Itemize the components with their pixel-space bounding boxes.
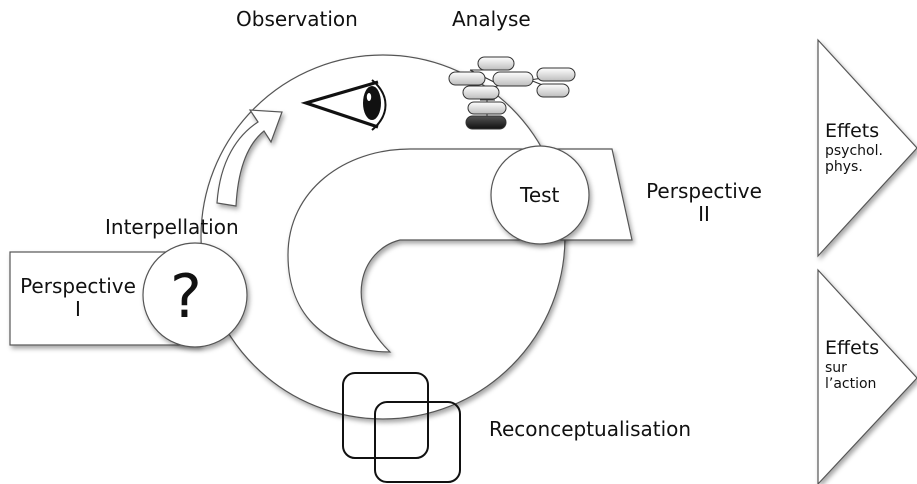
perspective-1-num: I (75, 297, 81, 321)
question-circle (142, 242, 248, 348)
effects-1-label: Effets psychol. phys. (825, 120, 883, 175)
effects-arrow-2 (817, 268, 917, 484)
overlapping-squares-icon (342, 372, 461, 483)
effects-1-title: Effets (825, 120, 880, 142)
test-label: Test (520, 183, 560, 207)
analyse-label: Analyse (452, 7, 531, 31)
perspective-2-label: Perspective II (640, 180, 768, 226)
perspective-2-num: II (698, 202, 710, 226)
eye-icon (300, 79, 387, 131)
effects-2-label: Effets sur l’action (825, 337, 880, 392)
effects-arrow-1 (817, 38, 917, 258)
test-circle (490, 145, 590, 245)
analysis-tree-icon (448, 56, 576, 130)
perspective-1-title: Perspective (20, 274, 136, 298)
effects-1-line-1: psychol. (825, 142, 883, 159)
effects-2-title: Effets (825, 337, 880, 359)
reconceptualisation-label: Reconceptualisation (489, 417, 692, 441)
question-mark: ? (170, 262, 202, 332)
interpellation-label: Interpellation (105, 215, 239, 239)
perspective-2-title: Perspective (646, 179, 762, 203)
effects-2-line-2: l’action (825, 375, 877, 392)
effects-1-line-2: phys. (825, 158, 863, 175)
observation-label: Observation (236, 7, 358, 31)
effects-2-line-1: sur (825, 359, 847, 376)
curved-arrow-icon (216, 109, 283, 207)
perspective-1-label: Perspective I (14, 275, 142, 321)
